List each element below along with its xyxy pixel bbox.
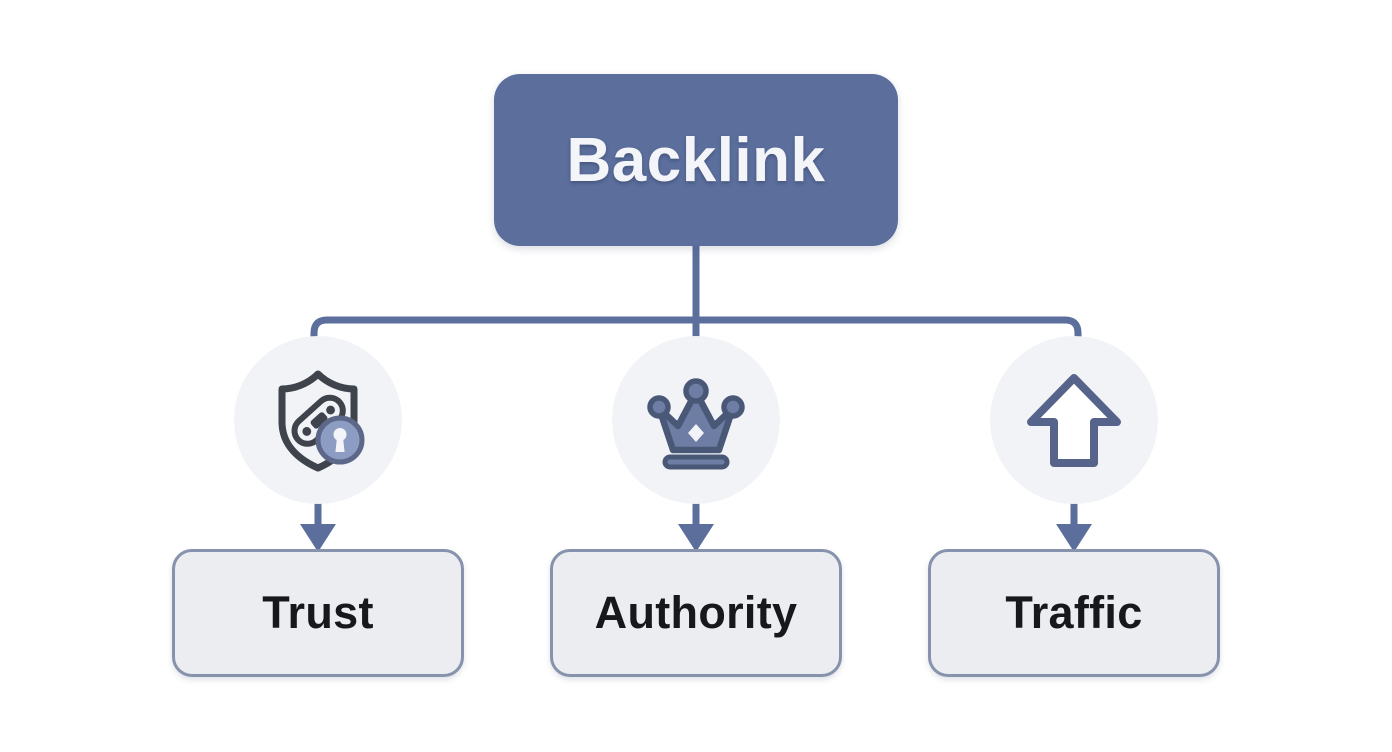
shield-link-lock-icon bbox=[262, 364, 374, 476]
leaf-label-trust: Trust bbox=[262, 587, 374, 638]
branch-traffic: Traffic bbox=[924, 336, 1224, 677]
leaf-box-trust[interactable]: Trust bbox=[172, 549, 464, 677]
icon-circle-authority bbox=[612, 336, 780, 504]
root-node-label: Backlink bbox=[566, 125, 826, 195]
branch-trust: Trust bbox=[168, 336, 468, 677]
leaf-box-authority[interactable]: Authority bbox=[550, 549, 842, 677]
leaf-box-traffic[interactable]: Traffic bbox=[928, 549, 1220, 677]
leaf-label-traffic: Traffic bbox=[1005, 587, 1143, 638]
icon-circle-traffic bbox=[990, 336, 1158, 504]
crown-icon bbox=[640, 364, 752, 476]
leaf-label-authority: Authority bbox=[594, 587, 798, 638]
branch-authority: Authority bbox=[546, 336, 846, 677]
arrow-up-icon bbox=[1018, 364, 1130, 476]
root-node-backlink[interactable]: Backlink bbox=[494, 74, 898, 246]
icon-circle-trust bbox=[234, 336, 402, 504]
